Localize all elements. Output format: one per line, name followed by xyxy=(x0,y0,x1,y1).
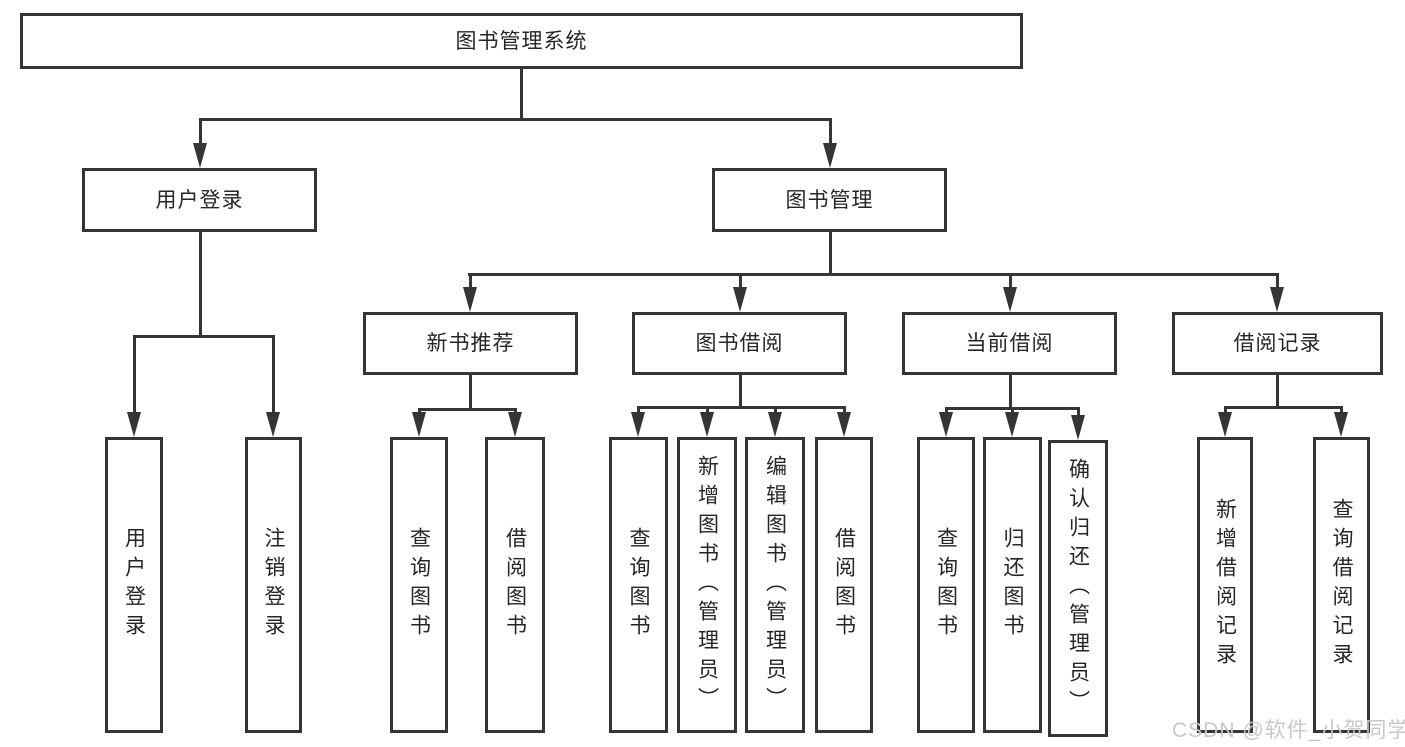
connector-line xyxy=(945,407,1080,410)
node-leaf-confirm-return: 确认归还（管理员） xyxy=(1048,440,1108,737)
arrowhead-down-icon xyxy=(768,412,782,437)
connector-line xyxy=(773,406,777,416)
connector-line xyxy=(1224,406,1343,409)
connector-line xyxy=(738,375,742,408)
connector-line xyxy=(828,118,832,148)
connector-line xyxy=(133,335,275,338)
node-leaf-query-books-1: 查询图书 xyxy=(390,437,448,733)
node-leaf-borrow-books-2: 借阅图书 xyxy=(815,437,873,733)
connector-line xyxy=(520,69,523,120)
node-book-borrowing: 图书借阅 xyxy=(632,312,847,375)
arrowhead-down-icon xyxy=(412,412,426,437)
connector-line xyxy=(1275,375,1279,408)
arrowhead-down-icon xyxy=(837,412,851,437)
arrowhead-down-icon xyxy=(1005,412,1019,437)
connector-line xyxy=(468,375,472,410)
node-leaf-add-borrow-record: 新增借阅记录 xyxy=(1197,437,1253,733)
connector-line xyxy=(944,407,948,416)
connector-line xyxy=(738,273,742,291)
connector-line xyxy=(1008,273,1012,291)
node-root: 图书管理系统 xyxy=(20,13,1023,69)
node-user-login: 用户登录 xyxy=(82,168,317,232)
connector-line xyxy=(1275,273,1279,291)
connector-line xyxy=(637,406,846,409)
node-leaf-query-borrow-record: 查询借阅记录 xyxy=(1313,437,1370,733)
node-leaf-query-books-3: 查询图书 xyxy=(917,437,975,733)
connector-line xyxy=(271,335,275,415)
arrowhead-down-icon xyxy=(939,412,953,437)
connector-line xyxy=(1010,407,1014,416)
connector-line xyxy=(132,335,136,415)
arrowhead-down-icon xyxy=(1003,287,1017,312)
arrowhead-down-icon xyxy=(700,412,714,437)
node-leaf-logout: 注销登录 xyxy=(245,437,302,733)
connector-line xyxy=(198,118,202,148)
connector-line xyxy=(636,406,640,416)
arrowhead-down-icon xyxy=(1071,415,1085,440)
node-borrowing-records: 借阅记录 xyxy=(1172,312,1383,375)
node-leaf-borrow-books-1: 借阅图书 xyxy=(485,437,545,733)
arrowhead-down-icon xyxy=(823,143,837,168)
connector-line xyxy=(198,232,202,337)
arrowhead-down-icon xyxy=(127,412,141,437)
arrowhead-down-icon xyxy=(1218,412,1232,437)
arrowhead-down-icon xyxy=(1334,412,1348,437)
connector-line xyxy=(1339,406,1343,416)
connector-line xyxy=(1076,407,1080,416)
arrowhead-down-icon xyxy=(508,412,522,437)
node-leaf-user-login: 用户登录 xyxy=(105,437,163,733)
node-book-management: 图书管理 xyxy=(712,168,947,232)
connector-line xyxy=(705,406,709,416)
node-leaf-edit-books: 编辑图书（管理员） xyxy=(745,437,805,733)
connector-line xyxy=(468,273,1279,276)
arrowhead-down-icon xyxy=(733,287,747,312)
arrowhead-down-icon xyxy=(1270,287,1284,312)
node-leaf-add-books: 新增图书（管理员） xyxy=(677,437,737,733)
arrowhead-down-icon xyxy=(631,412,645,437)
csdn-watermark: CSDN @软件_小贺同学 xyxy=(1172,719,1405,742)
connector-line xyxy=(468,273,472,291)
connector-line xyxy=(1008,375,1012,409)
node-new-book-recommend: 新书推荐 xyxy=(363,312,578,375)
node-current-borrowing: 当前借阅 xyxy=(902,312,1117,375)
arrowhead-down-icon xyxy=(266,412,280,437)
connector-line xyxy=(1223,406,1227,416)
connector-line xyxy=(199,118,832,121)
arrowhead-down-icon xyxy=(193,143,207,168)
connector-line xyxy=(828,232,832,275)
arrowhead-down-icon xyxy=(463,287,477,312)
connector-line xyxy=(418,408,517,411)
node-leaf-return-books: 归还图书 xyxy=(983,437,1042,733)
node-leaf-query-books-2: 查询图书 xyxy=(609,437,668,733)
connector-line xyxy=(842,406,846,416)
